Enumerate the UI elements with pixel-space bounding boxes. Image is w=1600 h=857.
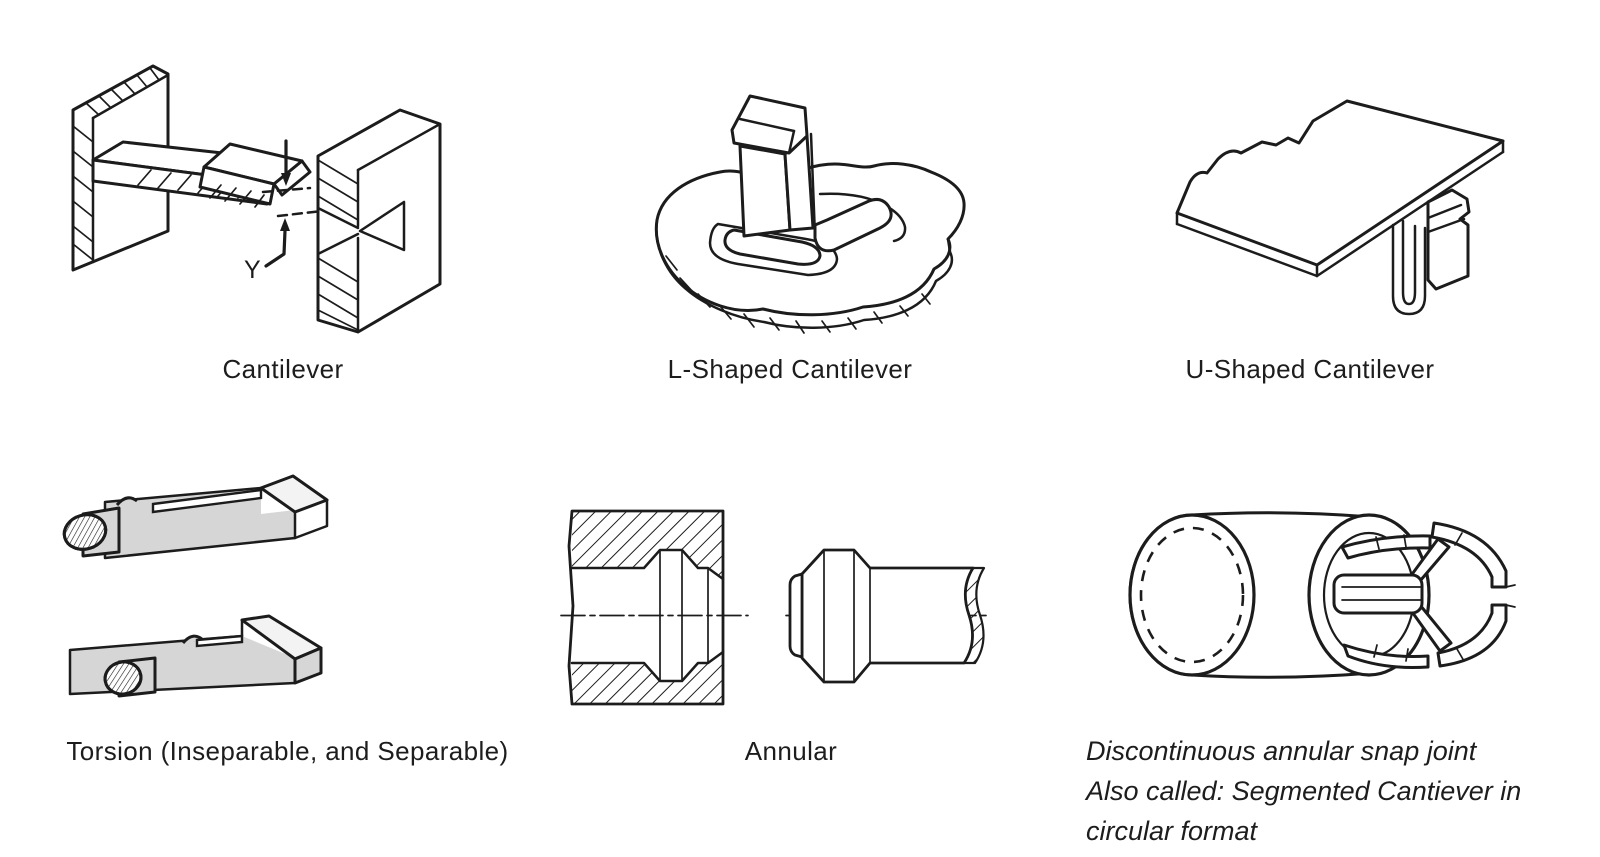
annular-illustration — [560, 509, 987, 706]
u-shaped-cantilever-label: U-Shaped Cantilever — [1185, 354, 1435, 384]
discontinuous-annular-label-line1: Discontinuous annular snap joint — [1086, 736, 1477, 766]
y-dimension-label: Y — [244, 256, 261, 284]
l-shaped-cantilever-label: L-Shaped Cantilever — [667, 354, 913, 384]
torsion-illustration — [62, 474, 329, 698]
discontinuous-annular-label: Discontinuous annular snap joint Also ca… — [1086, 731, 1566, 851]
discontinuous-annular-label-line2: Also called: Segmented Cantiever in — [1086, 776, 1522, 806]
u-shaped-cantilever-illustration — [1175, 99, 1505, 316]
torsion-label: Torsion (Inseparable, and Separable) — [66, 736, 509, 766]
y-dimension: Y — [244, 139, 324, 284]
discontinuous-annular-label-line3: circular format — [1086, 816, 1258, 846]
annular-label: Annular — [744, 736, 838, 766]
cantilever-illustration: Y — [71, 64, 442, 334]
cantilever-label: Cantilever — [222, 354, 344, 384]
discontinuous-annular-illustration — [1128, 511, 1516, 679]
l-shaped-cantilever-illustration — [654, 94, 966, 334]
